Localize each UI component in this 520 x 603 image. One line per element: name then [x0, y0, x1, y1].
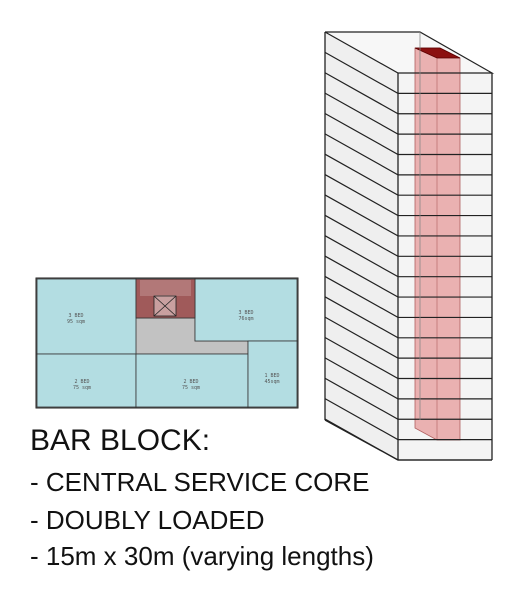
caption-point: - 15m x 30m (varying lengths) [30, 541, 374, 571]
unit-2bed-bottom-middle [135, 353, 249, 408]
unit-2bed-bottom-left [36, 353, 137, 408]
core-shaft [414, 47, 461, 441]
tower-axonometric [324, 31, 495, 461]
service-core [135, 278, 196, 319]
unit-area-label: 75 sqm [182, 385, 200, 391]
unit-beds-label: 3 BED [68, 313, 83, 319]
tower-left-face [325, 32, 398, 460]
unit-area-label: 76sqm [238, 316, 253, 322]
unit-beds-label: 1 BED [264, 373, 279, 379]
tower-base-edge [324, 419, 399, 461]
unit-beds-label: 2 BED [183, 379, 198, 385]
unit-area-label: 45sqm [264, 379, 279, 385]
floor-plan: 3 BED 95 sqm 3 BED 76sqm 2 BED 75 sqm 2 … [35, 277, 299, 409]
unit-3bed-top-left [36, 278, 137, 355]
unit-beds-label: 3 BED [238, 310, 253, 316]
unit-1bed-bottom-right [247, 340, 298, 408]
caption-title: BAR BLOCK: [30, 424, 211, 457]
unit-beds-label: 2 BED [74, 379, 89, 385]
lift-cross-b [153, 295, 177, 317]
core-top [414, 47, 461, 59]
unit-3bed-top-right [194, 278, 298, 342]
stair-treads [140, 280, 191, 296]
caption-point: - CENTRAL SERVICE CORE [30, 467, 370, 497]
unit-area-label: 75 sqm [73, 385, 91, 391]
caption-point: - DOUBLY LOADED [30, 505, 265, 535]
unit-area-label: 95 sqm [67, 319, 85, 325]
